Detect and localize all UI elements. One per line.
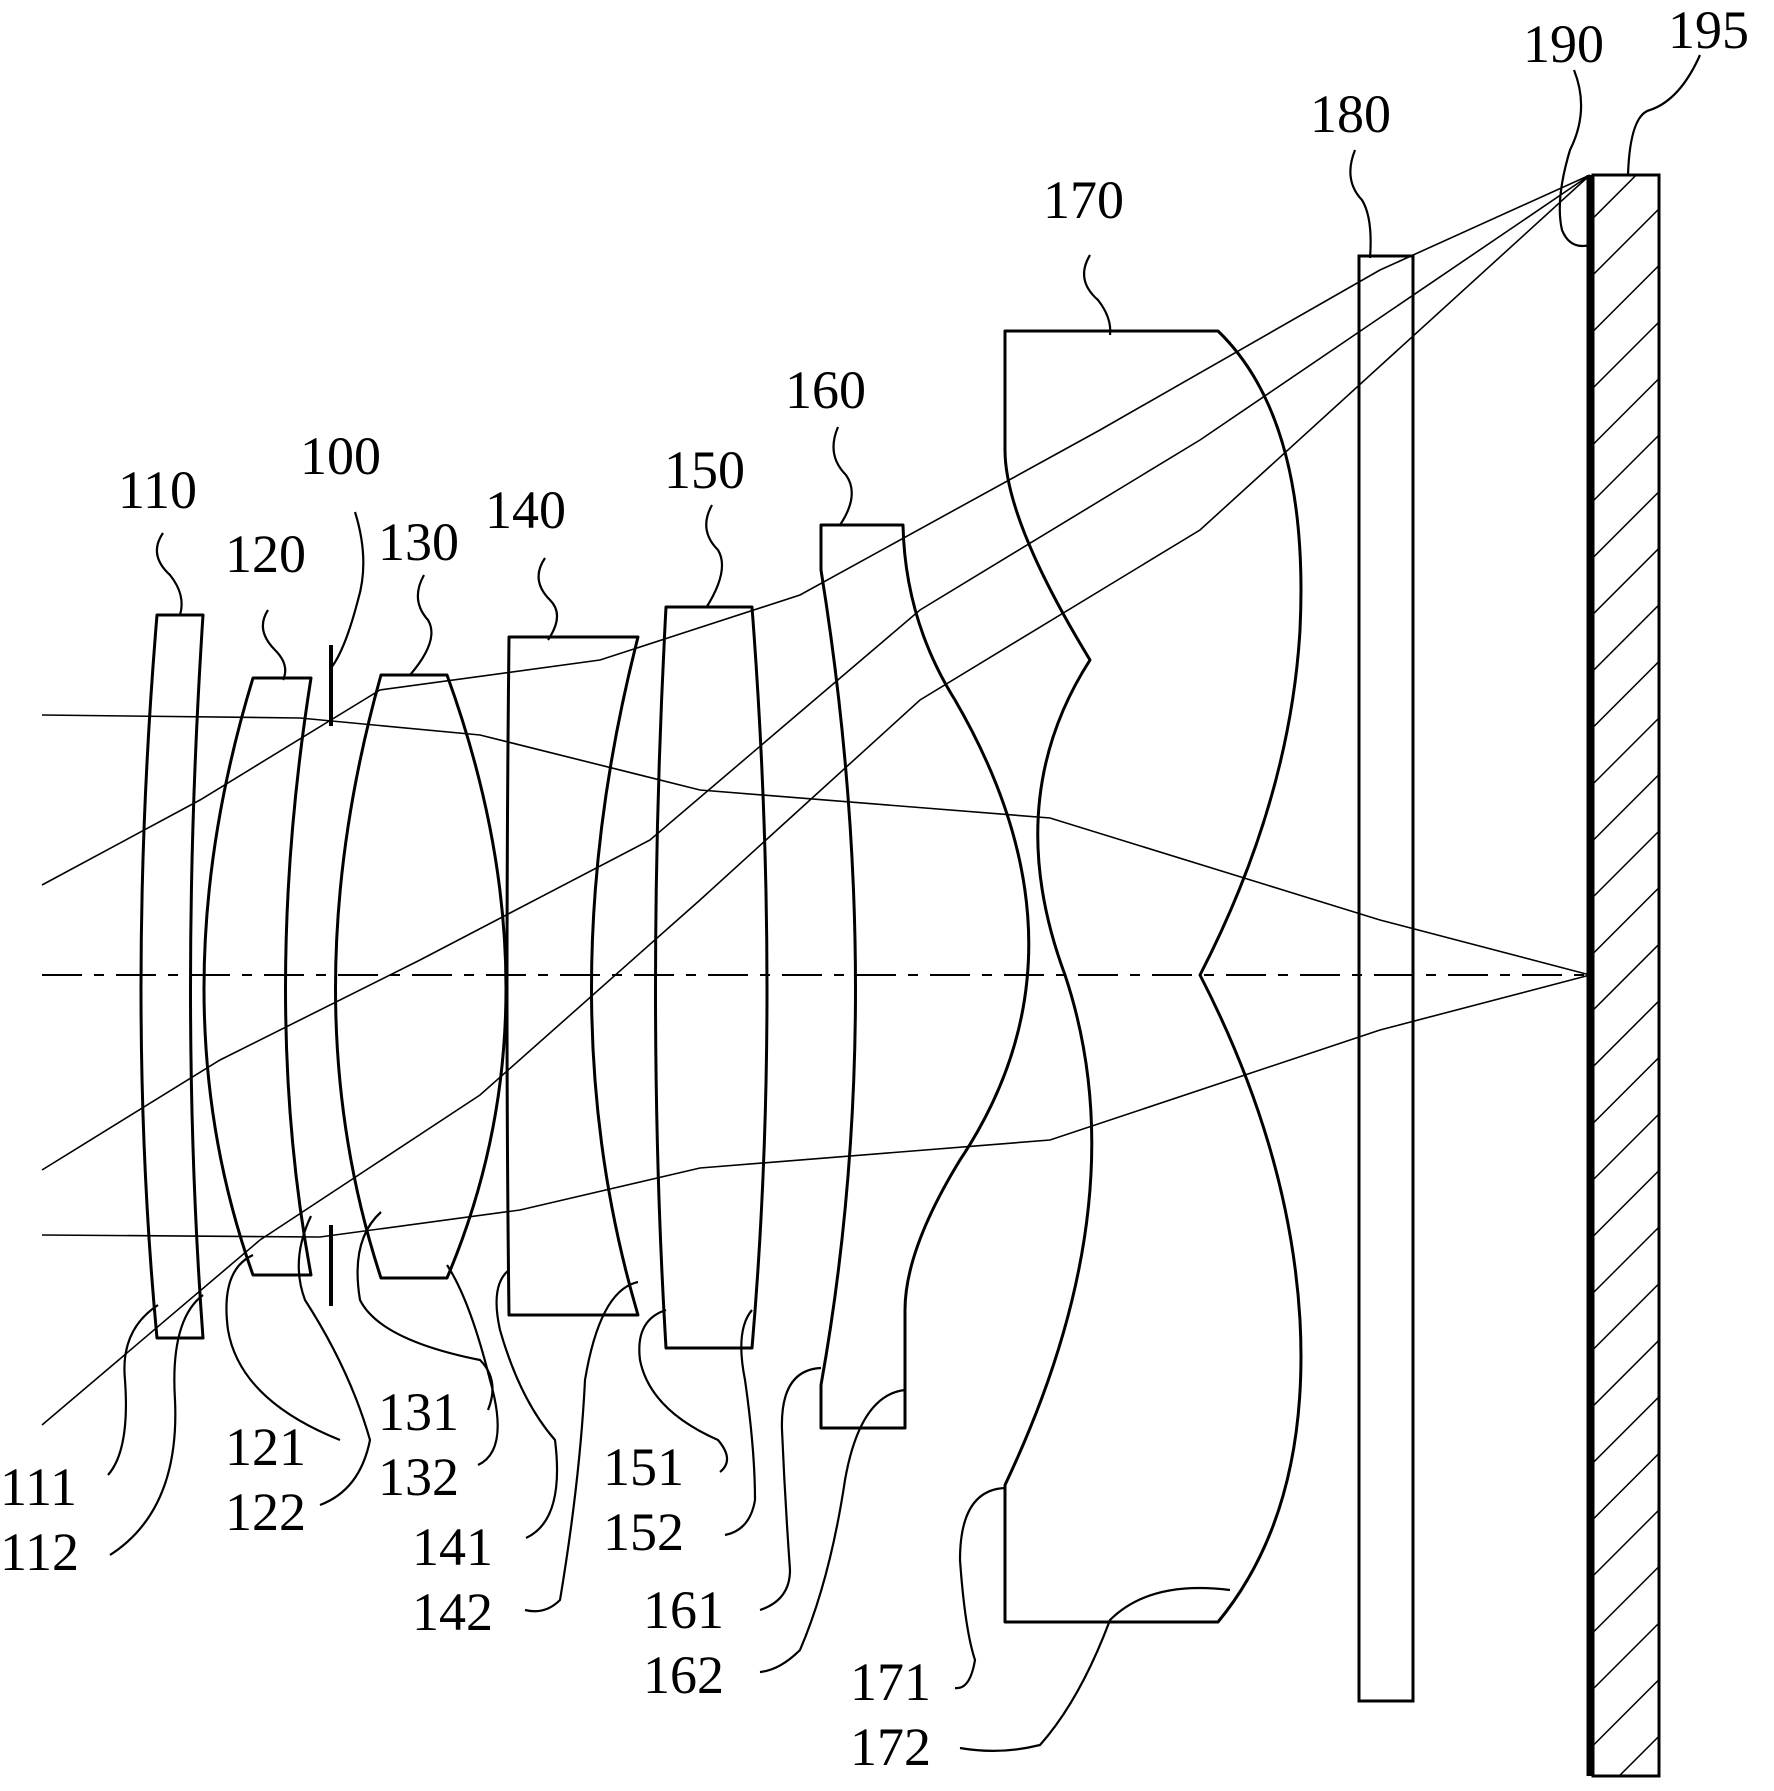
label-100: 100 — [300, 426, 381, 486]
leader-190 — [1558, 69, 1591, 248]
leader-152 — [724, 1309, 757, 1537]
lens-170 — [1003, 329, 1303, 1624]
leader-171 — [954, 1486, 1006, 1690]
label-170: 170 — [1043, 170, 1124, 230]
leader-112 — [109, 1294, 204, 1556]
leader-140 — [537, 557, 559, 641]
label-195: 195 — [1668, 0, 1749, 60]
label-162: 162 — [643, 1645, 724, 1705]
leader-130 — [409, 574, 433, 676]
leader-172 — [959, 1586, 1231, 1752]
label-130: 130 — [378, 512, 459, 572]
light-rays — [41, 174, 1591, 1426]
label-120: 120 — [225, 524, 306, 584]
filter-180 — [1357, 254, 1415, 1703]
ray-field-top-1 — [41, 174, 1591, 886]
leader-111 — [107, 1304, 159, 1476]
label-171: 171 — [850, 1652, 931, 1712]
label-112: 112 — [0, 1522, 79, 1582]
ray-lower-axial — [41, 974, 1591, 1238]
lens-110 — [139, 613, 205, 1340]
lens-120 — [202, 676, 313, 1277]
label-111: 111 — [0, 1457, 77, 1517]
leader-151 — [638, 1308, 729, 1473]
leader-100 — [330, 511, 365, 669]
label-172: 172 — [850, 1717, 931, 1777]
leader-150 — [705, 504, 724, 609]
leader-142 — [524, 1280, 639, 1613]
label-152: 152 — [603, 1502, 684, 1562]
leader-lines — [155, 54, 1702, 681]
leader-180 — [1349, 149, 1372, 259]
label-131: 131 — [378, 1382, 459, 1442]
leader-131 — [356, 1211, 494, 1411]
label-141: 141 — [412, 1517, 493, 1577]
ray-upper-axial — [41, 714, 1591, 976]
label-151: 151 — [603, 1437, 684, 1497]
reference-labels: 110 120 100 130 140 150 160 170 180 190 … — [0, 0, 1749, 1777]
leader-132 — [446, 1264, 499, 1466]
leader-162 — [759, 1388, 906, 1674]
label-160: 160 — [785, 360, 866, 420]
leader-170 — [1082, 254, 1112, 336]
leader-160 — [832, 426, 853, 526]
lens-140 — [505, 635, 640, 1317]
lens-160 — [819, 523, 1031, 1430]
leader-122 — [297, 1215, 372, 1507]
leader-195 — [1626, 54, 1702, 176]
leader-161 — [759, 1366, 822, 1612]
image-sensor-195 — [1591, 173, 1661, 1778]
label-132: 132 — [378, 1447, 459, 1507]
lens-130 — [334, 673, 508, 1280]
lens-150 — [654, 605, 769, 1350]
label-161: 161 — [643, 1580, 724, 1640]
label-140: 140 — [485, 480, 566, 540]
leader-110 — [155, 532, 183, 616]
label-121: 121 — [225, 1417, 306, 1477]
label-150: 150 — [664, 440, 745, 500]
leader-141 — [495, 1269, 559, 1539]
label-142: 142 — [412, 1582, 493, 1642]
label-122: 122 — [225, 1482, 306, 1542]
ray-field-top-2 — [41, 174, 1591, 1171]
label-110: 110 — [118, 460, 197, 520]
leader-121 — [225, 1253, 341, 1442]
label-190: 190 — [1523, 14, 1604, 74]
leader-lines-bottom — [107, 1211, 1231, 1752]
ray-field-top-3 — [41, 174, 1591, 1426]
leader-120 — [261, 609, 287, 681]
label-180: 180 — [1310, 84, 1391, 144]
